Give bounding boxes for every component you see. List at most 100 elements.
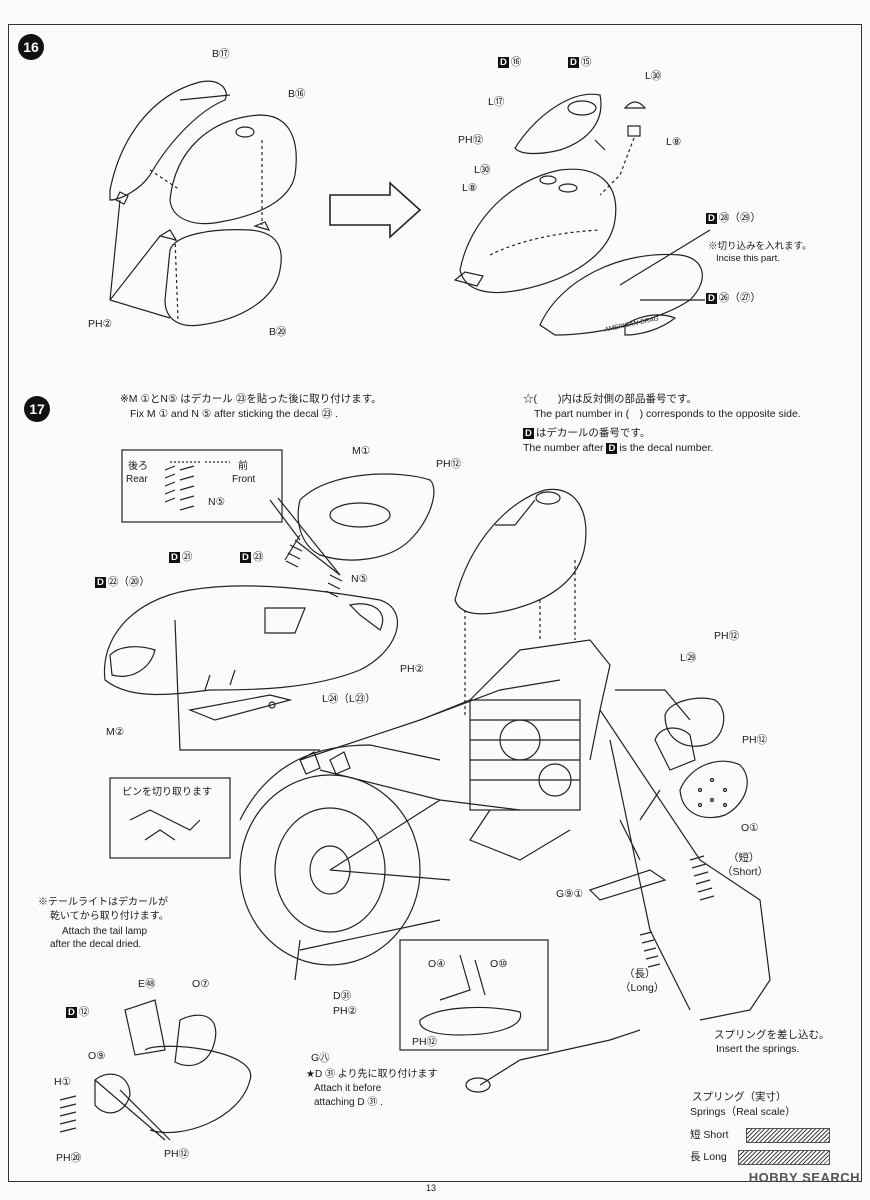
label-ph2-fender: PH②: [400, 663, 424, 675]
decal-marker: D: [706, 293, 717, 304]
star-note-en-2: attaching D ㉛ .: [314, 1097, 383, 1108]
step-16-number: 16: [18, 34, 44, 60]
springs-title-jp: スプリング（実寸）: [692, 1091, 787, 1103]
incise-note-jp: ※切り込みを入れます。: [708, 241, 812, 252]
spring-short-swatch: [746, 1128, 830, 1143]
label-ph12-tail: PH⑫: [164, 1148, 190, 1160]
label-o4: O④: [428, 958, 446, 970]
tail-note-jp-1: ※テールライトはデカールが: [38, 897, 168, 908]
label-n5-box: N⑤: [208, 496, 225, 508]
label-ph12-light: PH⑫: [742, 734, 768, 746]
label-l24: L㉔（L㉓）: [322, 693, 376, 705]
label-long-jp: （長）: [624, 968, 656, 980]
label-ph12-tank: PH⑫: [714, 630, 740, 642]
label-o7: O⑦: [192, 978, 210, 990]
label-d22-num: ㉒（⑳）: [107, 576, 150, 588]
spring-long-label: 長 Long: [690, 1151, 727, 1163]
label-e48: E㊽: [138, 978, 156, 990]
label-g87: G㊇: [311, 1052, 330, 1064]
tail-note-jp-2: 乾いてから取り付けます。: [50, 911, 169, 922]
label-o10: O⑩: [490, 958, 508, 970]
decal-marker: D: [240, 552, 251, 563]
front-label-jp: 前: [238, 461, 248, 472]
decal-marker: D: [706, 213, 717, 224]
label-d26-num: ㉖（㉗）: [718, 292, 761, 304]
spring-long-swatch: [738, 1150, 830, 1165]
decal-marker: D: [568, 57, 579, 68]
label-ph12-seat: PH⑫: [436, 458, 462, 470]
springs-title-en: Springs（Real scale）: [690, 1106, 796, 1118]
label-h1: H①: [54, 1076, 71, 1088]
incise-note-en: Incise this part.: [716, 253, 780, 264]
decal-marker: D: [169, 552, 180, 563]
star-note-jp: ★D ㉛ より先に取り付けます: [306, 1069, 438, 1080]
star-note-en-1: Attach it before: [314, 1083, 382, 1094]
tail-note-en-2: after the decal dried.: [50, 939, 142, 950]
label-ph90: PH⑳: [56, 1152, 82, 1164]
decal-note-jp-text: はデカールの番号です。: [535, 427, 651, 439]
label-ph2-axle: PH②: [333, 1005, 357, 1017]
part-number-note-en: The part number in ( ) corresponds to th…: [534, 408, 801, 420]
label-l8-mid: L⑧: [462, 182, 478, 194]
tail-note-en-1: Attach the tail lamp: [62, 926, 148, 937]
page-border: [8, 24, 862, 1182]
label-o9: O⑨: [88, 1050, 106, 1062]
label-d16-num: ⑯: [510, 56, 522, 68]
decal-marker: D: [66, 1007, 77, 1018]
watermark: HOBBY SEARCH: [748, 1170, 860, 1185]
label-l30-mid: L㉚: [474, 164, 491, 176]
label-d21-num: ㉑: [181, 551, 193, 563]
label-d23-num: ㉓: [252, 551, 264, 563]
label-m1: M①: [352, 445, 371, 457]
rear-label-jp: 後ろ: [128, 461, 148, 472]
label-b16: B⑯: [288, 88, 306, 100]
part-number-note-jp: ☆( )内は反対側の部品番号です。: [523, 393, 697, 405]
front-label-en: Front: [232, 474, 256, 485]
label-long-en: （Long）: [620, 982, 665, 994]
label-d15-num: ⑮: [580, 56, 592, 68]
spring-note-en: Insert the springs.: [716, 1043, 800, 1055]
label-g91: G⑨①: [556, 888, 583, 900]
decal-marker: D: [498, 57, 509, 68]
decal-note-en-b: is the decal number.: [619, 442, 714, 454]
fix-note-jp: ※M ①とN⑤ はデカール ㉓を貼った後に取り付けます。: [120, 393, 382, 405]
label-b17: B⑰: [212, 48, 230, 60]
decal-note-en-a: The number after: [523, 442, 604, 454]
spring-note-jp: スプリングを差し込む。: [714, 1029, 830, 1041]
label-m2: M②: [106, 726, 125, 738]
label-b20: B⑳: [269, 326, 287, 338]
decal-marker: D: [606, 443, 618, 454]
label-l8-top: L⑧: [666, 136, 682, 148]
pin-cut-note: ピンを切り取ります: [122, 787, 212, 798]
label-l30-top: L㉚: [645, 70, 662, 82]
label-ph2: PH②: [88, 318, 112, 330]
label-d12-num: ⑫: [78, 1006, 90, 1018]
label-ph12: PH⑫: [458, 134, 484, 146]
decal-marker: D: [95, 577, 106, 588]
label-d28-num: ㉘（㉙）: [718, 212, 761, 224]
label-o1: O①: [741, 822, 759, 834]
label-d31: D㉛: [333, 990, 352, 1002]
label-short-en: （Short）: [722, 866, 769, 878]
decal-marker: D: [523, 428, 534, 439]
label-short-jp: （短）: [728, 852, 760, 864]
spring-short-label: 短 Short: [690, 1129, 729, 1141]
label-l17: L⑰: [488, 96, 505, 108]
label-n5: N⑤: [351, 573, 368, 585]
step-17-number: 17: [24, 396, 50, 422]
rear-label-en: Rear: [126, 474, 148, 485]
page-number: 13: [426, 1183, 437, 1193]
label-l29: L㉙: [680, 652, 697, 664]
